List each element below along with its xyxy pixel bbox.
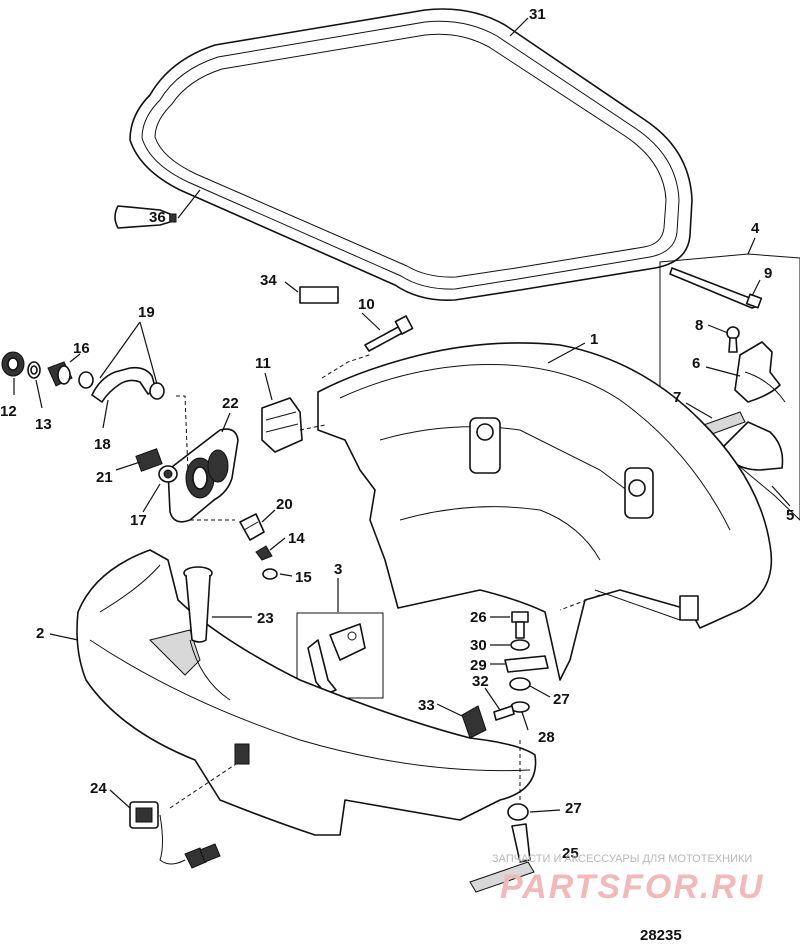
label-7: 7 (673, 389, 681, 406)
label-5: 5 (786, 507, 794, 524)
bolt-part-26 (511, 611, 529, 639)
label-31: 31 (529, 6, 546, 23)
sleeve-part-23 (183, 566, 213, 643)
label-29: 29 (470, 657, 487, 674)
grommet-part-17 (158, 465, 178, 483)
bolt-part-10 (364, 315, 414, 352)
label-25: 25 (562, 845, 579, 862)
label-21: 21 (96, 469, 113, 486)
label-34: 34 (260, 272, 277, 289)
label-20: 20 (276, 496, 293, 513)
figure-number: 28235 (640, 927, 682, 944)
washer-part-30 (510, 639, 530, 651)
hinge-bracket-part-11 (261, 397, 303, 453)
switch-part-24 (129, 801, 221, 869)
label-30: 30 (470, 637, 487, 654)
mount-plate-part-22 (167, 428, 239, 523)
part-labels: 31 36 34 4 9 8 6 7 5 1 10 11 19 16 12 13… (0, 6, 794, 862)
fitting-part-20 (239, 513, 265, 541)
label-24: 24 (90, 780, 107, 797)
hose-part-18 (78, 366, 165, 403)
label-10: 10 (358, 296, 375, 313)
label-12: 12 (0, 403, 17, 420)
watermark-brand: PARTSFOR.RU (500, 868, 764, 906)
clip-part-14 (255, 545, 273, 561)
label-33: 33 (418, 697, 435, 714)
bushing-part-27-lower (507, 803, 529, 821)
label-23: 23 (257, 610, 274, 627)
label-6: 6 (692, 355, 700, 372)
label-17: 17 (130, 512, 147, 529)
screw-part-32 (493, 705, 515, 721)
bracket-part-25 (469, 823, 535, 893)
washer-part-15 (262, 568, 278, 580)
label-26: 26 (470, 609, 487, 626)
label-2: 2 (36, 625, 44, 642)
label-1: 1 (590, 331, 598, 348)
fittings-left (1, 351, 73, 387)
label-27a: 27 (553, 691, 570, 708)
label-4: 4 (751, 220, 760, 237)
label-15: 15 (295, 569, 312, 586)
label-8: 8 (695, 317, 703, 334)
latch-part-33 (461, 705, 487, 739)
leader-lines (13, 17, 791, 813)
decal-part-34 (299, 286, 339, 304)
plate-part-29 (504, 655, 549, 673)
bushing-part-27 (509, 677, 531, 691)
label-32: 32 (472, 673, 489, 690)
alignment-lines (169, 353, 601, 809)
label-27b: 27 (565, 800, 582, 817)
label-19: 19 (138, 304, 155, 321)
label-14: 14 (288, 530, 305, 547)
cowl-upper-part-1 (317, 342, 773, 681)
watermark-caption: ЗАПЧАСТИ И АКСЕССУАРЫ ДЛЯ МОТОТЕХНИКИ (492, 853, 752, 865)
clip-part-21 (135, 448, 163, 472)
label-9: 9 (764, 265, 772, 282)
label-3: 3 (334, 561, 342, 578)
label-11: 11 (255, 355, 271, 372)
label-13: 13 (35, 416, 52, 433)
label-18: 18 (94, 436, 111, 453)
label-36: 36 (149, 209, 166, 226)
label-28: 28 (538, 729, 555, 746)
latch-box-part-3 (296, 612, 384, 699)
sealant-tube-part-36 (114, 205, 177, 229)
label-16: 16 (73, 340, 90, 357)
seal-ring-part-31 (129, 8, 693, 302)
label-22: 22 (222, 395, 239, 412)
kit-box-part-4 (659, 253, 800, 521)
